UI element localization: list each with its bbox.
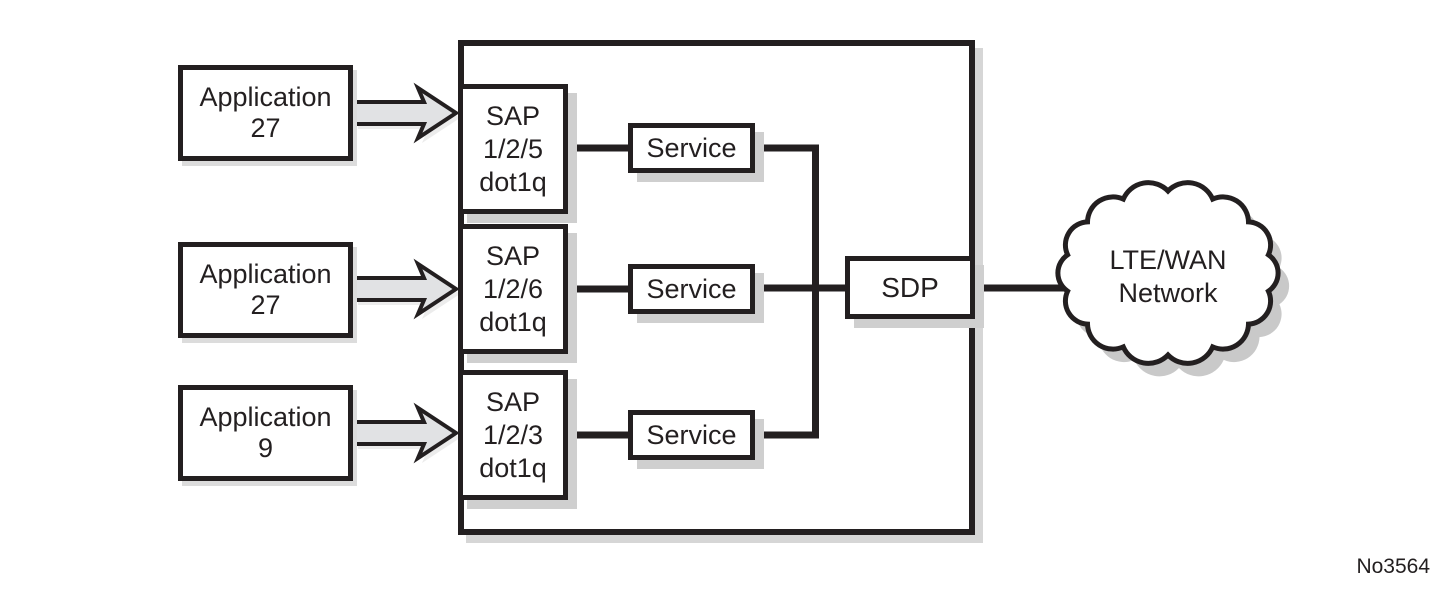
- service-box-1: Service: [628, 123, 755, 173]
- cloud-label-line2: Network: [1118, 278, 1218, 308]
- service-label: Service: [646, 132, 737, 163]
- sap-box-3: SAP 1/2/3 dot1q: [458, 370, 568, 500]
- sap-port: 1/2/5: [482, 133, 544, 164]
- service-box-3: Service: [628, 410, 755, 460]
- sap-box-1: SAP 1/2/5 dot1q: [458, 84, 568, 214]
- service-box-2: Service: [628, 264, 755, 314]
- connector-lines: [560, 144, 1090, 439]
- figure-number-label: No3564: [1356, 555, 1430, 578]
- flow-arrow-icon: [352, 258, 460, 320]
- sap-encap: dot1q: [479, 452, 547, 483]
- network-cloud-shape: [1055, 180, 1281, 366]
- application-box-1: Application 27: [178, 65, 353, 161]
- application-id: 27: [250, 113, 281, 143]
- sap-port: 1/2/3: [482, 419, 544, 450]
- sap-port: 1/2/6: [482, 273, 544, 304]
- sap-label: SAP: [485, 100, 541, 131]
- application-name: Application: [199, 259, 332, 289]
- sdp-label: SDP: [881, 271, 939, 303]
- cloud-label: LTE/WAN Network: [1068, 244, 1268, 310]
- application-name: Application: [199, 402, 332, 432]
- sap-box-2: SAP 1/2/6 dot1q: [458, 224, 568, 354]
- sap-label: SAP: [485, 240, 541, 271]
- sap-encap: dot1q: [479, 306, 547, 337]
- service-label: Service: [646, 273, 737, 304]
- sdp-box: SDP: [845, 256, 975, 319]
- flow-arrow-icon: [352, 402, 460, 464]
- flow-arrow-icon: [352, 82, 460, 144]
- application-name: Application: [199, 82, 332, 112]
- sap-label: SAP: [485, 386, 541, 417]
- application-id: 9: [257, 433, 274, 463]
- application-box-3: Application 9: [178, 385, 353, 481]
- application-id: 27: [250, 290, 281, 320]
- service-label: Service: [646, 419, 737, 450]
- sap-encap: dot1q: [479, 166, 547, 197]
- cloud-label-line1: LTE/WAN: [1109, 245, 1227, 275]
- flow-arrows: [352, 82, 460, 464]
- application-box-2: Application 27: [178, 242, 353, 338]
